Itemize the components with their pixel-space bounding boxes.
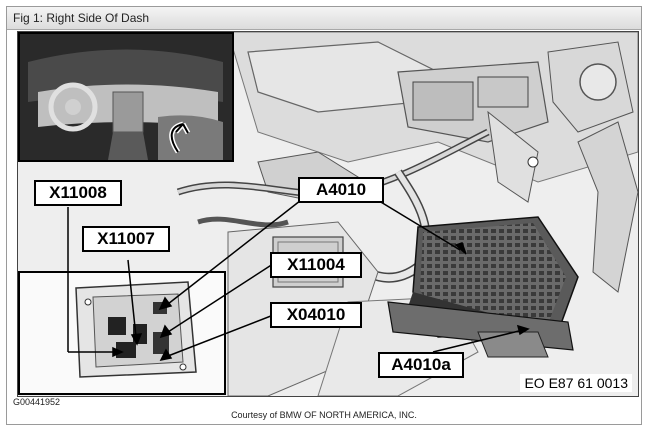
callout-a4010a: A4010a: [378, 352, 464, 378]
title-bar: Fig 1: Right Side Of Dash: [7, 7, 641, 30]
callout-a4010: A4010: [298, 177, 384, 203]
callout-x11007: X11007: [82, 226, 170, 252]
dash-illustration: X11008 X11007 A4010 X11004 X04010 A4010a…: [17, 31, 639, 397]
callout-x11004: X11004: [270, 252, 362, 278]
callout-x04010: X04010: [270, 302, 362, 328]
figure-window: Fig 1: Right Side Of Dash: [6, 6, 642, 425]
callout-x11008: X11008: [34, 180, 122, 206]
courtesy-line: Courtesy of BMW OF NORTH AMERICA, INC.: [231, 410, 417, 420]
figure-reference-code: EO E87 61 0013: [520, 374, 632, 392]
interior-inset: [18, 32, 234, 162]
dash-drawing: [18, 32, 638, 396]
module-inset: [18, 271, 226, 395]
window-title: Fig 1: Right Side Of Dash: [13, 11, 150, 25]
image-id: G00441952: [13, 397, 61, 407]
